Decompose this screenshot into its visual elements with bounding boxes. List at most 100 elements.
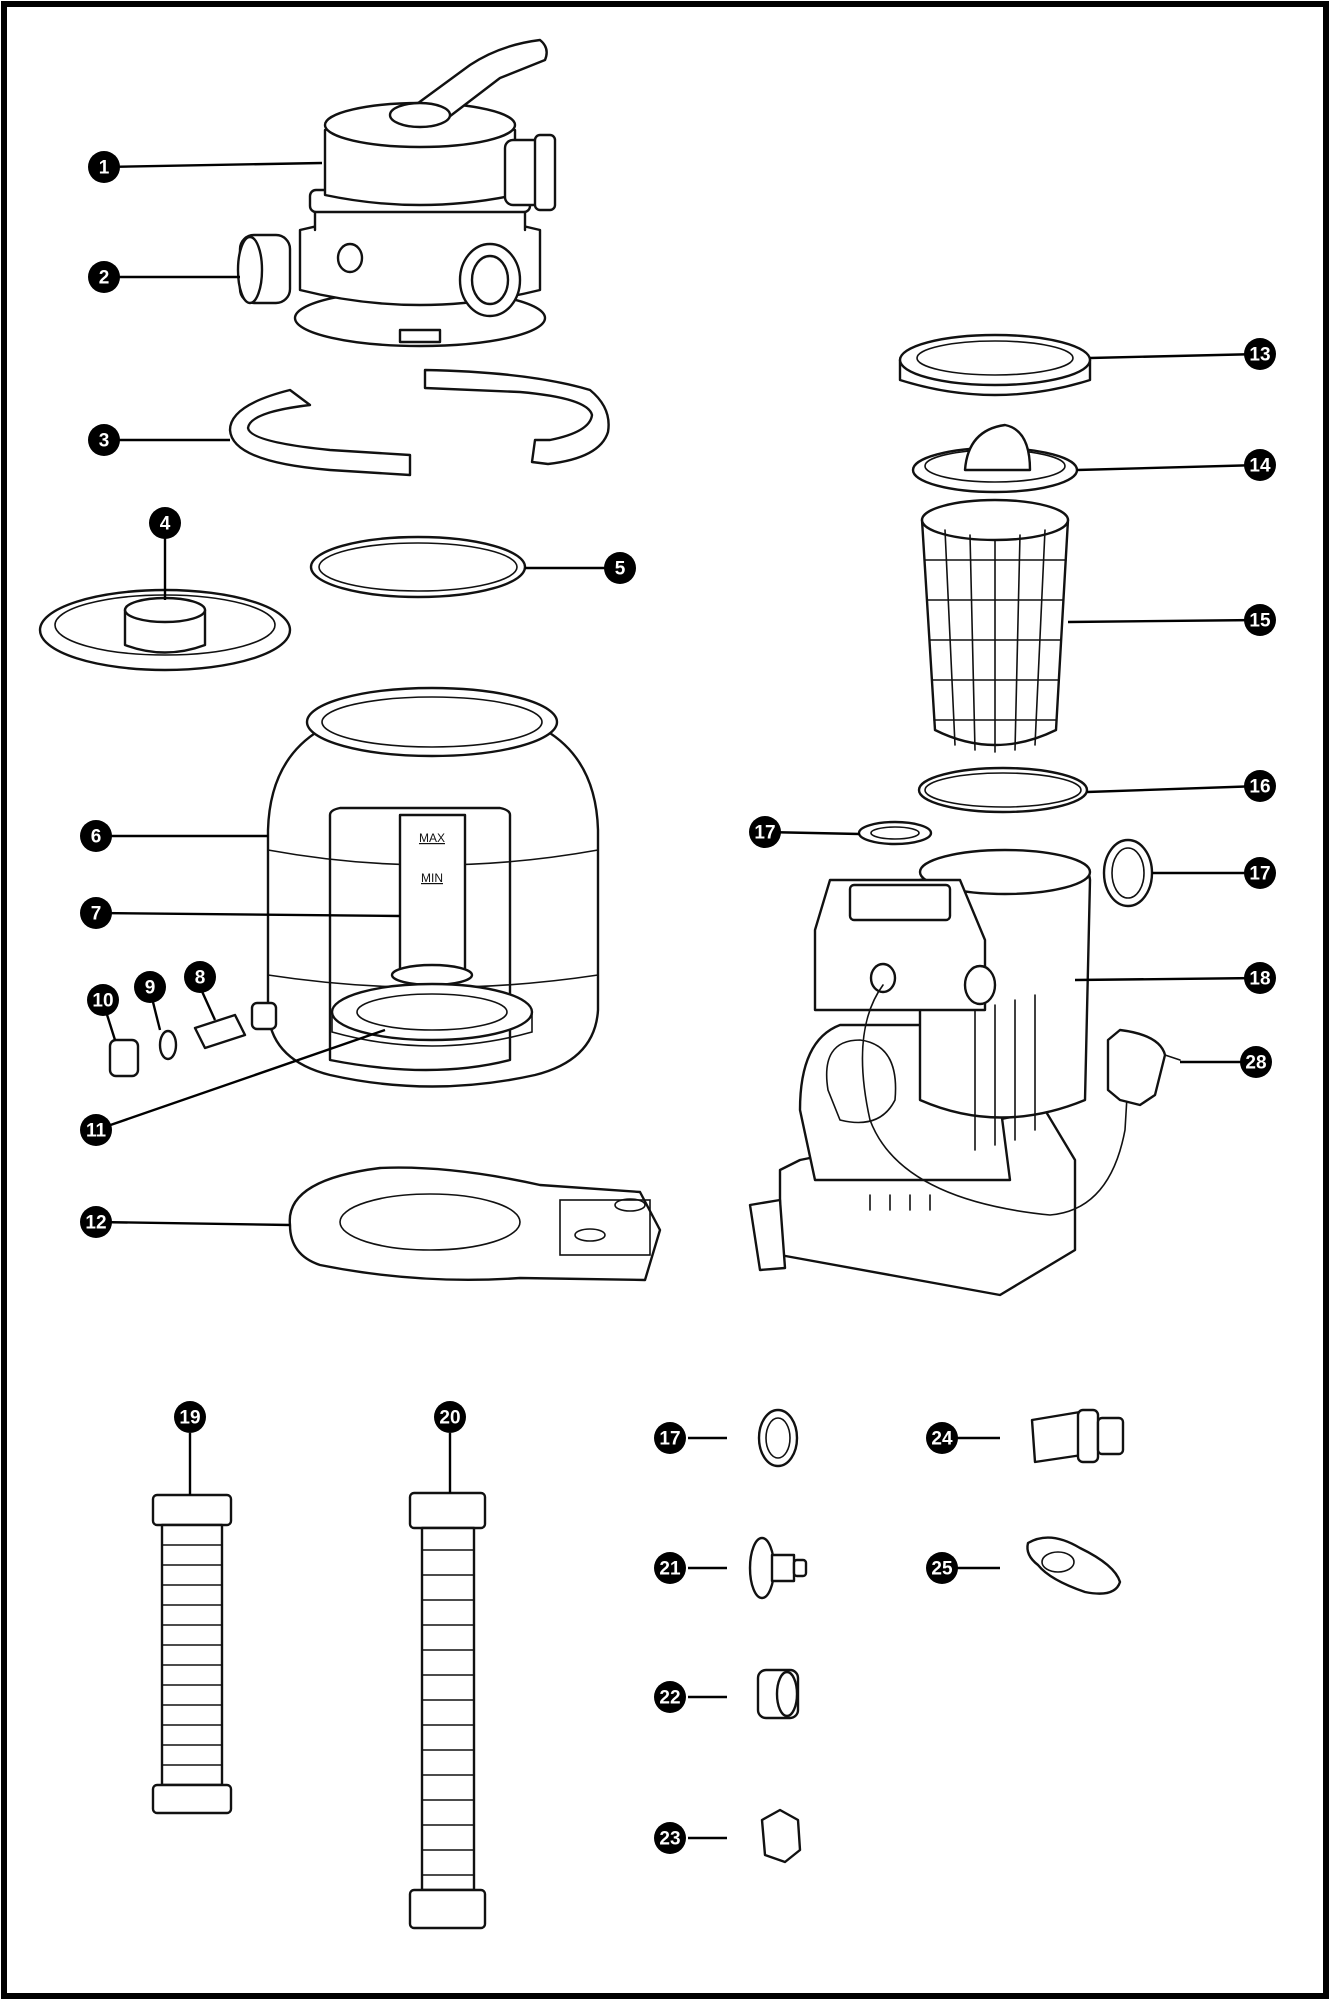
callout-badge	[1240, 1046, 1272, 1078]
hose-short	[151, 1493, 233, 1815]
callout-number: 18	[1249, 969, 1270, 990]
callout-c1: 1	[88, 151, 120, 183]
callout-c9: 9	[134, 971, 166, 1003]
callout-c19: 19	[174, 1401, 206, 1433]
callout-c15: 15	[1244, 604, 1276, 636]
center-pipe: MAX MIN	[390, 813, 474, 987]
callout-number: 17	[754, 823, 775, 844]
callout-badge	[88, 424, 120, 456]
callout-number: 9	[145, 978, 156, 999]
callout-number: 7	[91, 904, 102, 925]
callout-number: 15	[1249, 611, 1271, 632]
callout-badge	[1244, 962, 1276, 994]
callout-c18: 18	[1244, 962, 1276, 994]
callout-number: 17	[1249, 864, 1270, 885]
basket-o-ring	[917, 766, 1089, 814]
drain-plug	[193, 1013, 247, 1050]
callout-badge	[1244, 770, 1276, 802]
callout-number: 6	[91, 827, 102, 848]
callout-badge	[149, 507, 181, 539]
callout-c4: 4	[149, 507, 181, 539]
callout-badge	[1244, 604, 1276, 636]
callout-c16: 16	[1244, 770, 1276, 802]
callout-badge	[174, 1401, 206, 1433]
callout-badge	[749, 816, 781, 848]
callout-number: 22	[659, 1688, 680, 1709]
drain-o-ring	[158, 1029, 178, 1061]
callout-c24: 24	[926, 1422, 958, 1454]
callout-number: 20	[439, 1408, 460, 1429]
callout-number: 2	[99, 268, 110, 289]
end-cap	[760, 1808, 802, 1864]
callout-badge	[87, 984, 119, 1016]
strainer-basket	[920, 498, 1070, 753]
callout-badge	[1244, 338, 1276, 370]
clamp-halves	[228, 368, 610, 477]
callout-c17b: 17	[1244, 857, 1276, 889]
callout-badge	[654, 1552, 686, 1584]
callout-badge	[80, 1114, 112, 1146]
plunger-valve	[748, 1536, 808, 1600]
callout-number: 19	[179, 1408, 200, 1429]
callout-number: 5	[615, 559, 626, 580]
pump-lid	[911, 423, 1079, 494]
callout-number: 14	[1249, 456, 1271, 477]
callout-number: 3	[99, 431, 110, 452]
callout-number: 16	[1249, 777, 1270, 798]
callout-badge	[88, 261, 120, 293]
tank-base	[288, 1166, 662, 1282]
callout-number: 23	[659, 1829, 680, 1850]
hose-clamp	[1026, 1536, 1122, 1595]
callout-number: 24	[931, 1429, 953, 1450]
callout-c28: 28	[1240, 1046, 1272, 1078]
lateral-hub	[330, 982, 534, 1047]
callout-c8: 8	[184, 961, 216, 993]
callout-badge	[926, 1552, 958, 1584]
callout-number: 17	[659, 1429, 680, 1450]
callout-badge	[654, 1681, 686, 1713]
callout-c13: 13	[1244, 338, 1276, 370]
callout-c2: 2	[88, 261, 120, 293]
callout-c11: 11	[80, 1114, 112, 1146]
pump-o-ring-small	[857, 820, 933, 846]
callout-number: 1	[99, 158, 110, 179]
callout-badge	[1244, 857, 1276, 889]
callout-number: 12	[85, 1213, 106, 1234]
callout-number: 11	[86, 1121, 107, 1142]
callout-badge	[88, 151, 120, 183]
callout-c25: 25	[926, 1552, 958, 1584]
callout-c10: 10	[87, 984, 119, 1016]
callout-badge	[184, 961, 216, 993]
callout-c23: 23	[654, 1822, 686, 1854]
gauge-max-label: MAX	[419, 831, 445, 845]
callout-badge	[134, 971, 166, 1003]
callout-badge	[434, 1401, 466, 1433]
callout-badge	[1244, 449, 1276, 481]
callout-badge	[654, 1822, 686, 1854]
callout-c14: 14	[1244, 449, 1276, 481]
hose-nut	[756, 1668, 800, 1720]
power-plug	[1106, 1028, 1181, 1107]
callout-number: 21	[659, 1559, 681, 1580]
callout-number: 25	[931, 1559, 953, 1580]
multiport-valve	[293, 38, 557, 348]
callout-c6: 6	[80, 820, 112, 852]
hose-o-ring	[757, 1408, 799, 1468]
callout-badge	[80, 897, 112, 929]
callout-badge	[926, 1422, 958, 1454]
callout-number: 4	[160, 514, 171, 535]
leader-lines	[95, 161, 1261, 1840]
callout-c17a: 17	[749, 816, 781, 848]
callout-badge	[80, 1206, 112, 1238]
callout-badge	[654, 1422, 686, 1454]
pump-unit	[748, 848, 1129, 1297]
pump-o-ring-side	[1102, 838, 1154, 908]
tank-o-ring	[309, 535, 527, 599]
diffuser-tray	[38, 588, 292, 672]
callout-number: 13	[1249, 345, 1270, 366]
drain-cap	[108, 1038, 140, 1078]
callout-c3: 3	[88, 424, 120, 456]
callout-badge	[80, 820, 112, 852]
